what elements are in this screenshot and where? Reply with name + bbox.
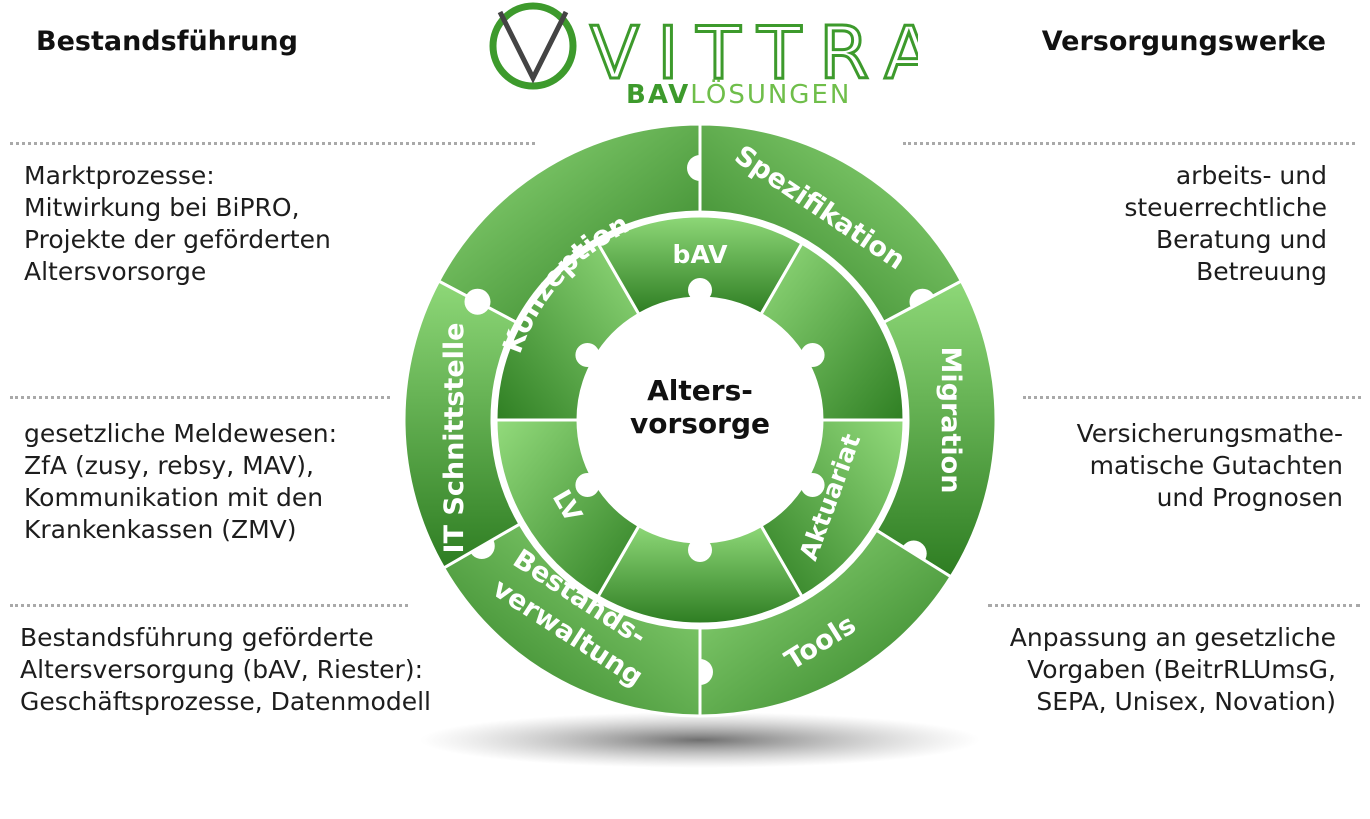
note-line: und Prognosen bbox=[1156, 483, 1343, 512]
note-anpassung: Anpassung an gesetzliche Vorgaben (Beitr… bbox=[1010, 622, 1336, 718]
note-line: Versicherungsmathe- bbox=[1076, 419, 1343, 448]
logo-ring bbox=[489, 2, 577, 90]
note-line: Mitwirkung bei BiPRO, bbox=[24, 193, 300, 222]
note-line: Projekte der geförderten bbox=[24, 225, 331, 254]
note-line: Bestandsführung geförderte bbox=[20, 623, 374, 652]
note-line: ZfA (zusy, rebsy, MAV), bbox=[24, 451, 314, 480]
note-line: Krankenkassen (ZMV) bbox=[24, 515, 297, 544]
note-line: Altersvorsorge bbox=[24, 257, 207, 286]
note-line: Betreuung bbox=[1196, 257, 1327, 286]
divider-right-2 bbox=[1023, 396, 1361, 399]
puzzle-knob bbox=[688, 278, 712, 302]
logo-tagline-bav: BAV bbox=[626, 80, 690, 108]
puzzle-knob bbox=[464, 288, 491, 315]
note-line: Geschäftsprozesse, Datenmodell bbox=[20, 687, 431, 716]
segment-bav-label: bAV bbox=[673, 240, 729, 269]
note-line: Anpassung an gesetzliche bbox=[1009, 623, 1336, 652]
divider-left-1 bbox=[10, 142, 535, 145]
note-meldewesen: gesetzliche Meldewesen: ZfA (zusy, rebsy… bbox=[24, 418, 337, 546]
divider-right-3 bbox=[988, 604, 1360, 607]
inner-ring bbox=[494, 214, 906, 626]
puzzle-wheel: Alters- vorsorge Konzeption Spezifikatio… bbox=[402, 122, 998, 768]
note-line: Altersversorgung (bAV, Riester): bbox=[20, 655, 424, 684]
heading-versorgungswerke: Versorgungswerke bbox=[1041, 26, 1326, 57]
note-beratung: arbeits- und steuerrechtliche Beratung u… bbox=[1124, 160, 1327, 288]
logo-wordmark: VITTRA bbox=[590, 11, 918, 95]
outer-segment-it-schnittstelle bbox=[402, 279, 522, 571]
logo-v-mark bbox=[497, 10, 569, 84]
divider-left-2 bbox=[10, 396, 390, 399]
segment-migration-label: Migration bbox=[935, 347, 966, 494]
note-line: steuerrechtliche bbox=[1124, 193, 1327, 222]
note-gutachten: Versicherungsmathe- matische Gutachten u… bbox=[1077, 418, 1343, 514]
center-disc bbox=[578, 298, 822, 542]
note-line: Kommunikation mit den bbox=[24, 483, 324, 512]
center-label-line1: Alters- bbox=[647, 374, 753, 407]
divider-left-3 bbox=[10, 604, 408, 607]
segment-it-schnittstelle-label: IT Schnittstelle bbox=[439, 323, 470, 554]
logo-tagline-loesungen: LÖSUNGEN bbox=[690, 78, 851, 108]
wheel-shadow bbox=[420, 712, 980, 768]
note-marktprozesse: Marktprozesse: Mitwirkung bei BiPRO, Pro… bbox=[24, 160, 331, 288]
note-line: gesetzliche Meldewesen: bbox=[24, 419, 338, 448]
puzzle-knob bbox=[688, 538, 712, 562]
divider-right-1 bbox=[903, 142, 1355, 145]
note-line: SEPA, Unisex, Novation) bbox=[1036, 687, 1336, 716]
note-line: Beratung und bbox=[1156, 225, 1327, 254]
center-label-line2: vorsorge bbox=[630, 407, 770, 440]
note-line: Marktprozesse: bbox=[24, 161, 215, 190]
note-bestandsfuehrung: Bestandsführung geförderte Altersversorg… bbox=[20, 622, 431, 718]
svg-text:BAVLÖSUNGEN: BAVLÖSUNGEN bbox=[626, 78, 851, 108]
note-line: arbeits- und bbox=[1175, 161, 1327, 190]
vittra-logo: VITTRA BAVLÖSUNGEN bbox=[489, 2, 918, 108]
note-line: matische Gutachten bbox=[1089, 451, 1343, 480]
heading-bestandsfuehrung: Bestandsführung bbox=[36, 26, 298, 57]
outer-ring bbox=[402, 122, 998, 718]
note-line: Vorgaben (BeitrRLUmsG, bbox=[1027, 655, 1336, 684]
